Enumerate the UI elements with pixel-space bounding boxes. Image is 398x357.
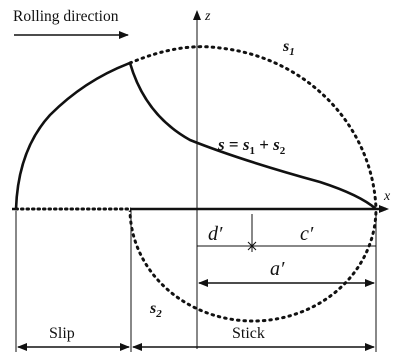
- stick-label: Stick: [232, 325, 265, 342]
- d-prime-label: d′: [208, 223, 223, 245]
- x-axis-label: x: [383, 189, 391, 204]
- s2-distribution-curve: [128, 207, 378, 323]
- s1-distribution-curve: [128, 45, 378, 211]
- rolling-direction-label: Rolling direction: [13, 8, 119, 25]
- slip-label: Slip: [49, 325, 75, 342]
- resultant-distribution-curve: [14, 61, 377, 210]
- c-prime-label: c′: [300, 223, 314, 245]
- s1-label: s1: [282, 38, 295, 58]
- d-c-tick: [247, 241, 257, 251]
- a-prime-label: a′: [270, 258, 285, 280]
- z-axis-label: z: [204, 9, 211, 24]
- sum-equation-label: s = s1 + s2: [217, 135, 286, 157]
- s2-label: s2: [149, 300, 162, 320]
